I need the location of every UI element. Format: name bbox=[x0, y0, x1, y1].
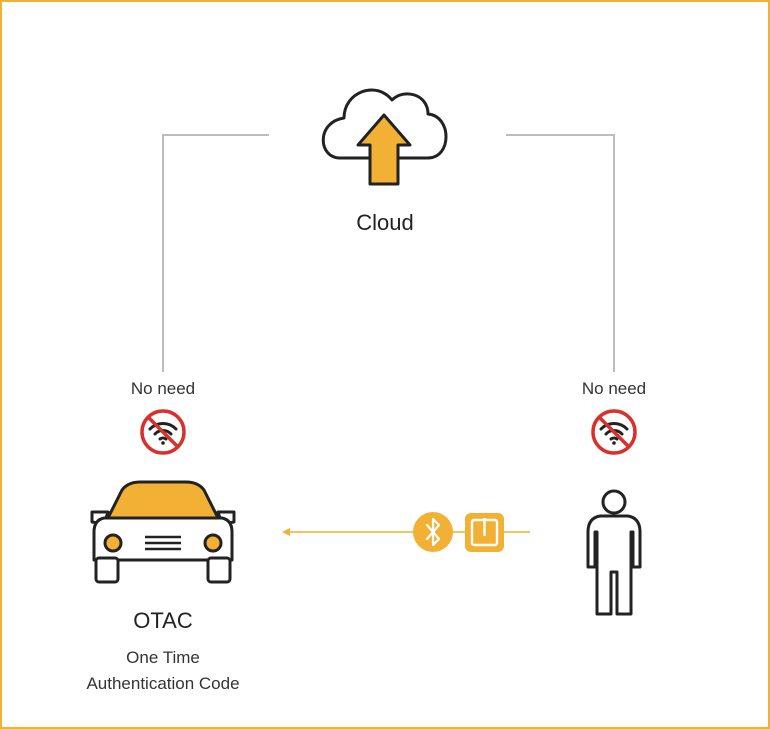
bluetooth-icon bbox=[413, 512, 453, 552]
nfc-tag-icon bbox=[465, 513, 504, 552]
no-wifi-icon bbox=[140, 409, 186, 455]
cloud-label: Cloud bbox=[356, 210, 414, 235]
otac-subtitle-line1: One Time bbox=[126, 648, 200, 667]
connector-cloud-person bbox=[506, 134, 615, 372]
otac-subtitle-line2: Authentication Code bbox=[86, 674, 240, 693]
no-wifi-icon bbox=[591, 409, 637, 455]
otac-title: OTAC bbox=[133, 608, 193, 633]
car-no-need-label: No need bbox=[130, 379, 196, 398]
person-no-need-label: No need bbox=[581, 379, 647, 398]
car-icon bbox=[90, 480, 236, 584]
connector-cloud-car bbox=[162, 134, 269, 372]
person-icon bbox=[586, 489, 642, 616]
otac-subtitle: One Time Authentication Code bbox=[33, 645, 293, 697]
cloud-upload-icon bbox=[321, 88, 448, 186]
